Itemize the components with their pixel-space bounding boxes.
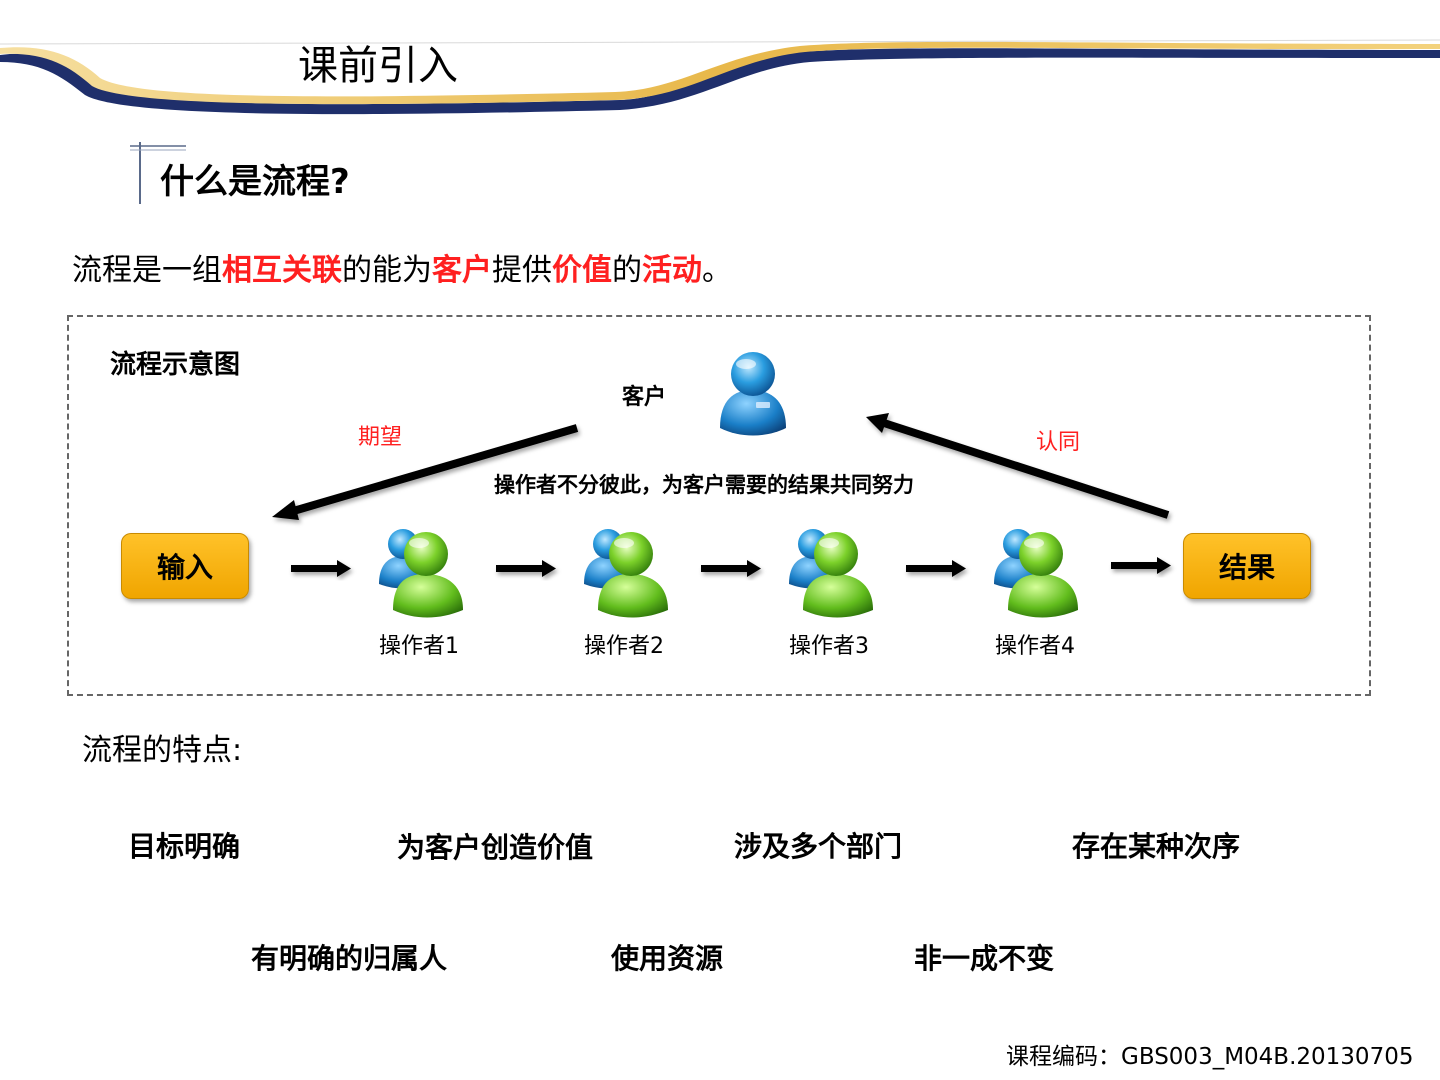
expectation-arrow (272, 424, 579, 520)
definition-highlight: 相互关联 (222, 253, 342, 288)
process-diagram-frame (67, 315, 1371, 696)
result-node: 结果 (1183, 533, 1311, 599)
feature-item: 有明确的归属人 (251, 942, 448, 975)
input-node: 输入 (121, 533, 249, 599)
flow-arrow (496, 560, 556, 577)
definition-highlight: 价值 (552, 253, 612, 288)
operator-group-icon (994, 529, 1078, 618)
customer-label: 客户 (622, 385, 667, 410)
operator-label: 操作者1 (379, 634, 459, 659)
course-code: 课程编码：GBS003_M04B.20130705 (1006, 1044, 1414, 1070)
operator-label: 操作者4 (995, 634, 1075, 659)
header-swoosh-decoration (0, 39, 1440, 115)
definition-text: 流程是一组 (72, 253, 222, 288)
feature-item: 非一成不变 (914, 942, 1055, 975)
definition-highlight: 活动 (642, 253, 702, 288)
flow-arrow (1111, 557, 1171, 574)
operator-label: 操作者3 (789, 634, 869, 659)
operator-group-icon (379, 529, 463, 618)
slide-title: 课前引入 (298, 43, 458, 89)
diagram-title: 流程示意图 (110, 350, 241, 380)
operator-label: 操作者2 (584, 634, 664, 659)
approval-arrow (866, 413, 1170, 519)
section-title-marker (130, 142, 186, 204)
cooperation-caption: 操作者不分彼此，为客户需要的结果共同努力 (494, 473, 914, 497)
feature-item: 使用资源 (611, 942, 724, 975)
flow-arrow (291, 560, 351, 577)
approval-label: 认同 (1036, 430, 1081, 455)
feature-item: 目标明确 (128, 830, 241, 863)
customer-person-icon (720, 352, 786, 436)
operator-group-icon (789, 529, 873, 618)
flow-arrow (701, 560, 761, 577)
expectation-label: 期望 (358, 425, 403, 450)
definition-text: 提供 (492, 253, 552, 288)
process-definition: 流程是一组相互关联的能为客户提供价值的活动。 (72, 250, 732, 292)
flow-arrow (906, 560, 966, 577)
definition-text: 的 (612, 253, 642, 288)
definition-highlight: 客户 (432, 253, 492, 288)
section-title: 什么是流程? (160, 162, 350, 202)
features-title: 流程的特点: (82, 733, 243, 768)
feature-item: 存在某种次序 (1072, 830, 1241, 863)
feature-item: 涉及多个部门 (734, 830, 903, 863)
definition-text: 。 (702, 253, 732, 288)
definition-text: 的能为 (342, 253, 432, 288)
operator-group-icon (584, 529, 668, 618)
feature-item: 为客户创造价值 (397, 831, 594, 864)
